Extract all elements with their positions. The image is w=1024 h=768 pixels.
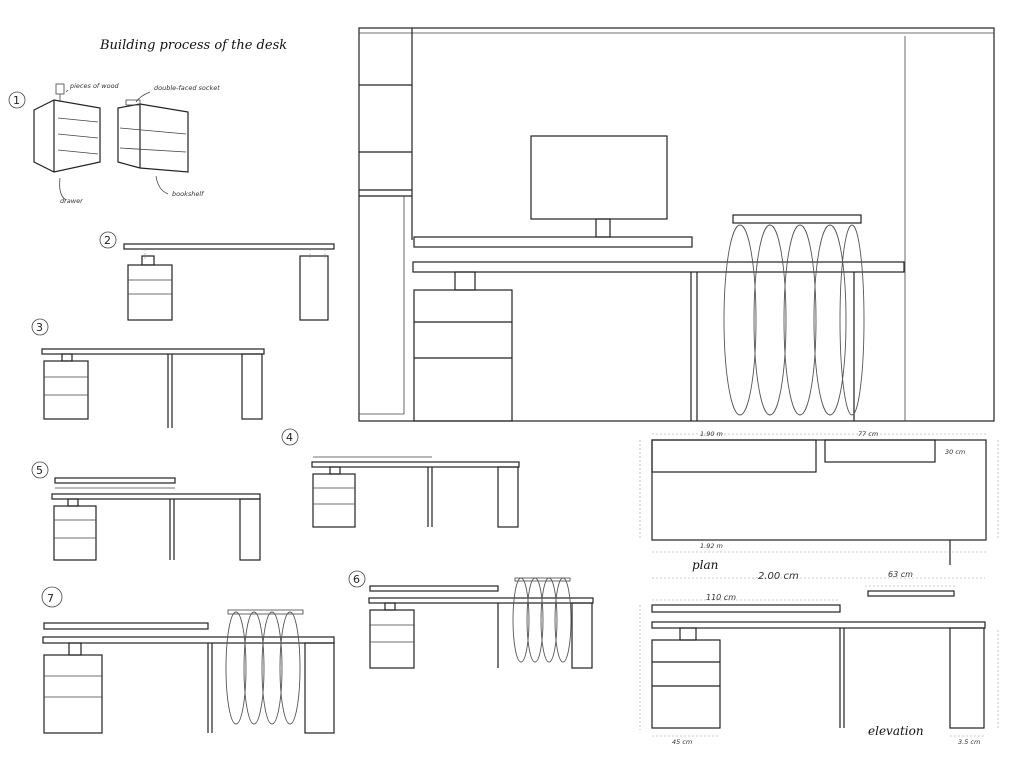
step-number: 1 bbox=[13, 94, 20, 107]
plan-label: plan bbox=[692, 558, 719, 572]
bookshelf-sketch bbox=[117, 99, 189, 173]
plan-dim-small: 77 cm bbox=[858, 430, 878, 438]
annotation-pieces-of-wood: pieces of wood bbox=[69, 82, 120, 90]
step-3: 3 bbox=[31, 318, 265, 428]
svg-text:7: 7 bbox=[47, 592, 54, 605]
drawer-unit-sketch bbox=[33, 83, 101, 173]
elevation-view: 2.00 cm 110 cm 63 cm 45 cm 3.5 cm bbox=[639, 570, 999, 746]
coil-main bbox=[723, 224, 865, 416]
plan-dim-top: 1.90 m bbox=[700, 430, 723, 438]
annotation-drawer: drawer bbox=[60, 197, 84, 205]
svg-text:3: 3 bbox=[36, 321, 43, 334]
coil-step-7 bbox=[225, 611, 301, 725]
step-5: 5 bbox=[31, 461, 261, 561]
diagram-title: Building process of the desk bbox=[100, 38, 288, 53]
elev-dim-right: 3.5 cm bbox=[958, 738, 980, 746]
coil-step-6 bbox=[512, 577, 572, 663]
svg-text:5: 5 bbox=[36, 464, 43, 477]
elev-dim-left: 45 cm bbox=[672, 738, 692, 746]
svg-text:6: 6 bbox=[353, 573, 360, 586]
plan-dim-right: 30 cm bbox=[945, 448, 965, 456]
step-6: 6 bbox=[348, 570, 594, 669]
svg-text:2: 2 bbox=[104, 234, 111, 247]
plan-dim-bottom: 1.92 m bbox=[700, 542, 723, 550]
elev-dim-small-shelf: 63 cm bbox=[888, 570, 913, 579]
step-2: 2 bbox=[99, 231, 335, 321]
annotation-bookshelf: bookshelf bbox=[172, 190, 205, 198]
svg-text:4: 4 bbox=[286, 431, 293, 444]
step-7: 7 bbox=[41, 586, 335, 734]
elev-dim-total: 2.00 cm bbox=[758, 571, 799, 582]
step-4: 4 bbox=[281, 428, 520, 528]
perspective-view bbox=[358, 27, 995, 422]
step-1: 1 pieces of wood drawer double-faced soc… bbox=[8, 82, 220, 205]
elev-dim-shelf: 110 cm bbox=[706, 593, 736, 602]
elevation-label: elevation bbox=[868, 724, 924, 738]
plan-view: 1.90 m 77 cm 30 cm 1.92 m bbox=[639, 430, 999, 565]
annotation-double-faced-socket: double-faced socket bbox=[154, 84, 220, 92]
